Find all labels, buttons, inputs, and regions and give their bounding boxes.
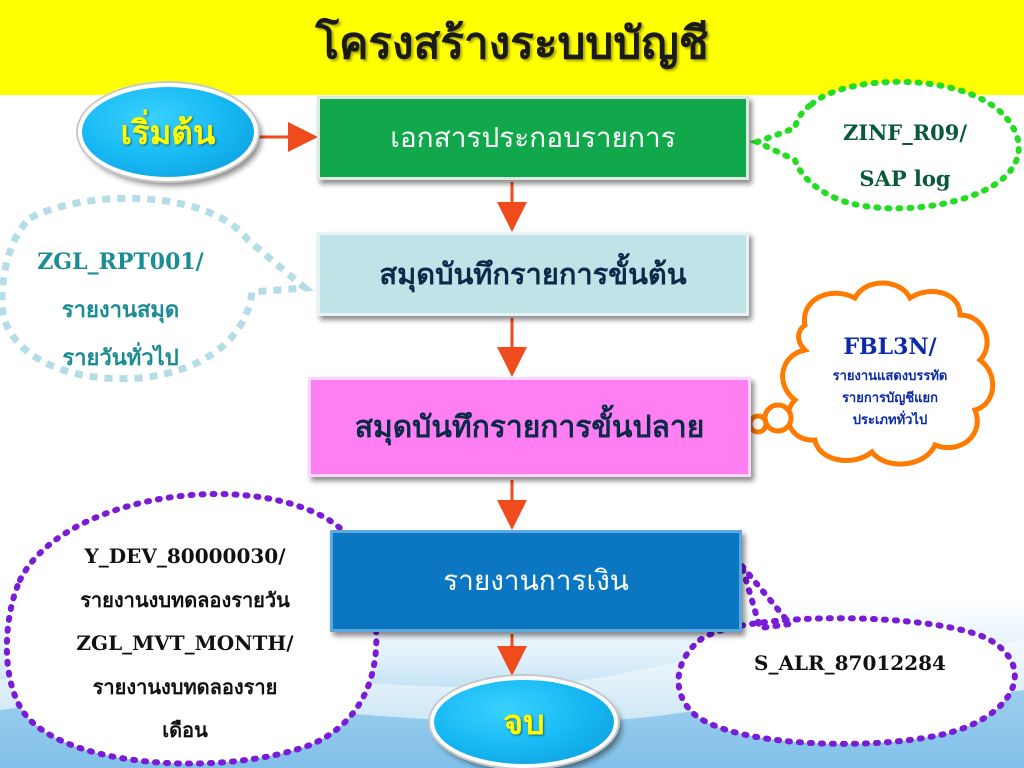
end-label: จบ <box>503 703 545 743</box>
ydev-line1: Y_DEV_80000030/ <box>84 544 286 568</box>
fbl-cloud-bubble-small <box>747 413 769 435</box>
ydev-line2: รายงานงบทดลองรายวัน <box>80 587 290 612</box>
step-book-of-original-entry-label: สมุดบันทึกรายการขั้นต้น <box>379 257 687 291</box>
ydev-callout-shape <box>3 491 423 767</box>
step-source-documents: เอกสารประกอบรายการ <box>317 96 749 180</box>
step-financial-report-label: รายงานการเงิน <box>443 564 629 597</box>
zinf-line2: SAP log <box>859 166 951 191</box>
zgl-line3: รายวันทั่วไป <box>62 345 179 371</box>
step-ledger: สมุดบันทึกรายการขั้นปลาย <box>308 377 751 477</box>
ydev-callout: Y_DEV_80000030/ รายงานงบทดลองรายวัน ZGL_… <box>40 535 330 753</box>
fbl-line1: FBL3N/ <box>843 334 937 360</box>
zgl-line1: ZGL_RPT001/ <box>37 249 204 275</box>
step-ledger-label: สมุดบันทึกรายการขั้นปลาย <box>354 409 705 445</box>
page-title: โครงสร้างระบบบัญชี <box>315 18 709 69</box>
ydev-line3: ZGL_MVT_MONTH/ <box>76 631 294 655</box>
step-financial-report: รายงานการเงิน <box>330 530 742 632</box>
step-source-documents-label: เอกสารประกอบรายการ <box>390 121 676 154</box>
fbl-line2: รายงานแสดงบรรทัด <box>832 369 948 384</box>
zgl-callout: ZGL_RPT001/ รายงานสมุด รายวันทั่วไป <box>8 238 233 382</box>
title-bar: โครงสร้างระบบบัญชี <box>0 0 1024 95</box>
fbl-line4: ประเภททั่วไป <box>852 413 928 428</box>
zgl-line2: รายงานสมุด <box>61 297 180 323</box>
ydev-line4: รายงานงบทดลองราย <box>92 674 278 699</box>
zinf-line1: ZINF_R09/ <box>842 120 968 145</box>
start-terminal: เริ่มต้น <box>78 83 258 181</box>
salr-callout-shape <box>675 564 1018 747</box>
zinf-callout-shape <box>749 78 1022 212</box>
start-label: เริ่มต้น <box>120 112 216 152</box>
ydev-line5: เดือน <box>162 718 208 742</box>
zgl-callout-shape <box>0 194 314 383</box>
fbl-line3: รายการบัญชีแยก <box>841 391 939 406</box>
salr-callout: S_ALR_87012284 <box>735 651 965 675</box>
fbl-cloud-bubble-large <box>762 402 794 434</box>
salr-line1: S_ALR_87012284 <box>754 651 946 675</box>
fbl-callout: FBL3N/ รายงานแสดงบรรทัด รายการบัญชีแยก ป… <box>818 334 962 432</box>
fbl-cloud-shape <box>780 280 996 467</box>
step-book-of-original-entry: สมุดบันทึกรายการขั้นต้น <box>317 232 749 316</box>
zinf-callout: ZINF_R09/ SAP log <box>830 110 980 202</box>
end-terminal: จบ <box>430 676 618 768</box>
